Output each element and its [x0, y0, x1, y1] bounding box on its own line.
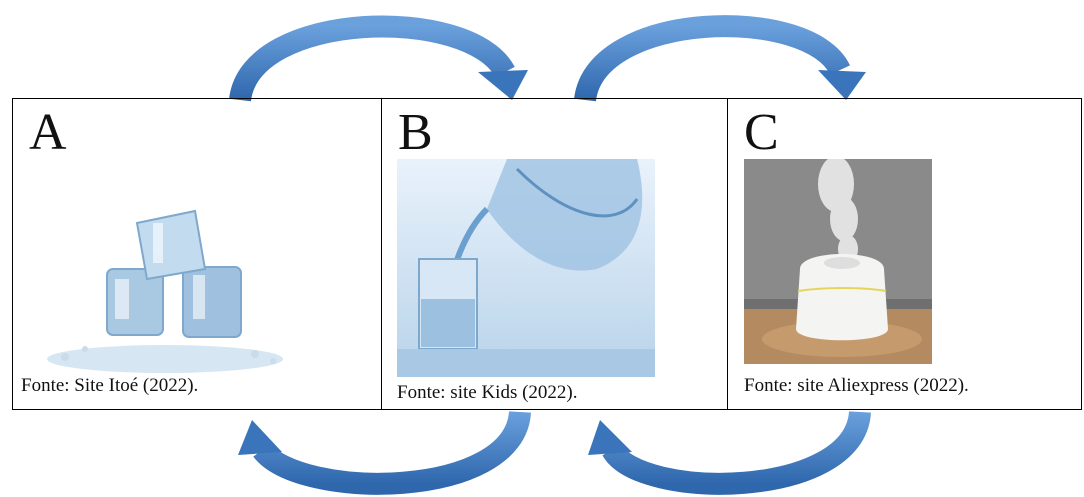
caption-b: Fonte: site Kids (2022).: [397, 382, 578, 403]
panel-letter-c: C: [744, 104, 779, 161]
panel-c: C Fonte: site Aliexpress (2022).: [727, 99, 1081, 409]
water-pouring-image: [397, 159, 655, 377]
ice-cubes-image: [45, 209, 285, 373]
caption-c: Fonte: site Aliexpress (2022).: [744, 375, 969, 396]
panel-a: A Fonte: Sit: [13, 99, 381, 409]
panel-b: B Fonte: site Kids (2022).: [381, 99, 727, 409]
arrow-c-to-b: [588, 410, 871, 495]
humidifier-image: [744, 159, 932, 364]
panel-letter-b: B: [398, 104, 433, 161]
arrow-a-to-b: [229, 15, 528, 103]
panel-row: A Fonte: Sit: [12, 98, 1082, 410]
caption-a: Fonte: Site Itoé (2022).: [21, 375, 199, 396]
panel-letter-a: A: [29, 104, 67, 161]
arrow-b-to-a: [238, 410, 531, 495]
arrow-b-to-c: [574, 15, 866, 103]
